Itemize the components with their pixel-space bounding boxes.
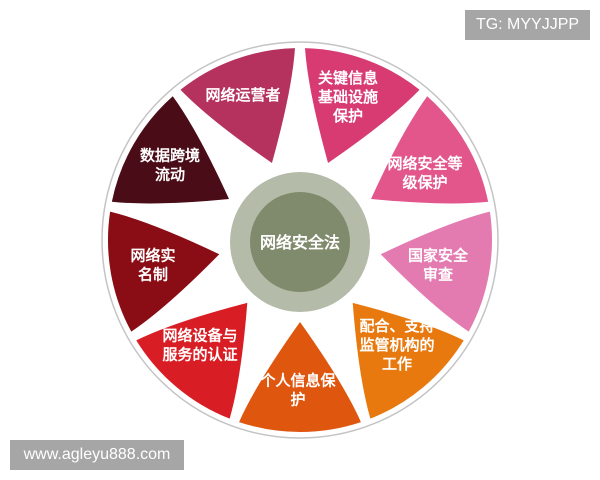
segment-label: 网络安全等	[387, 155, 462, 173]
segment-wedge	[305, 48, 420, 163]
segment-label: 护	[290, 391, 305, 409]
segment-label: 数据跨境	[140, 147, 200, 165]
segment-wedge	[180, 48, 295, 163]
segment-label: 基础设施	[317, 88, 378, 106]
segment-wedge	[371, 96, 489, 204]
segment-label: 配合、支持	[359, 317, 434, 335]
segment-label: 工作	[382, 355, 412, 373]
segment-label: 关键信息	[318, 69, 378, 87]
center-core	[250, 192, 350, 292]
segment-label: 服务的认证	[162, 346, 237, 364]
segment-wedge	[136, 302, 248, 419]
segment-wedge	[108, 211, 220, 332]
segment-label: 网络实	[130, 247, 175, 265]
segment-wedge	[352, 302, 464, 419]
segment-label: 审查	[423, 266, 454, 284]
segment-wedge	[380, 211, 492, 332]
segment-wedge	[239, 322, 361, 432]
watermark-top-right: TG: MYYJJPP	[465, 10, 590, 40]
watermark-bottom-left: www.agleyu888.com	[10, 440, 184, 470]
segment-label: 监管机构的	[359, 336, 434, 354]
segment-wedge	[111, 96, 229, 204]
center-label: 网络安全法	[260, 233, 340, 252]
segment-label: 名制	[138, 266, 168, 284]
segment-label: 个人信息保	[259, 372, 336, 390]
segment-label: 国家安全	[408, 247, 469, 265]
segment-label: 网络设备与	[162, 327, 237, 345]
segment-label: 级保护	[402, 174, 447, 192]
segment-label: 流动	[155, 166, 185, 184]
segment-label: 保护	[332, 107, 363, 125]
segment-label: 网络运营者	[205, 86, 280, 104]
